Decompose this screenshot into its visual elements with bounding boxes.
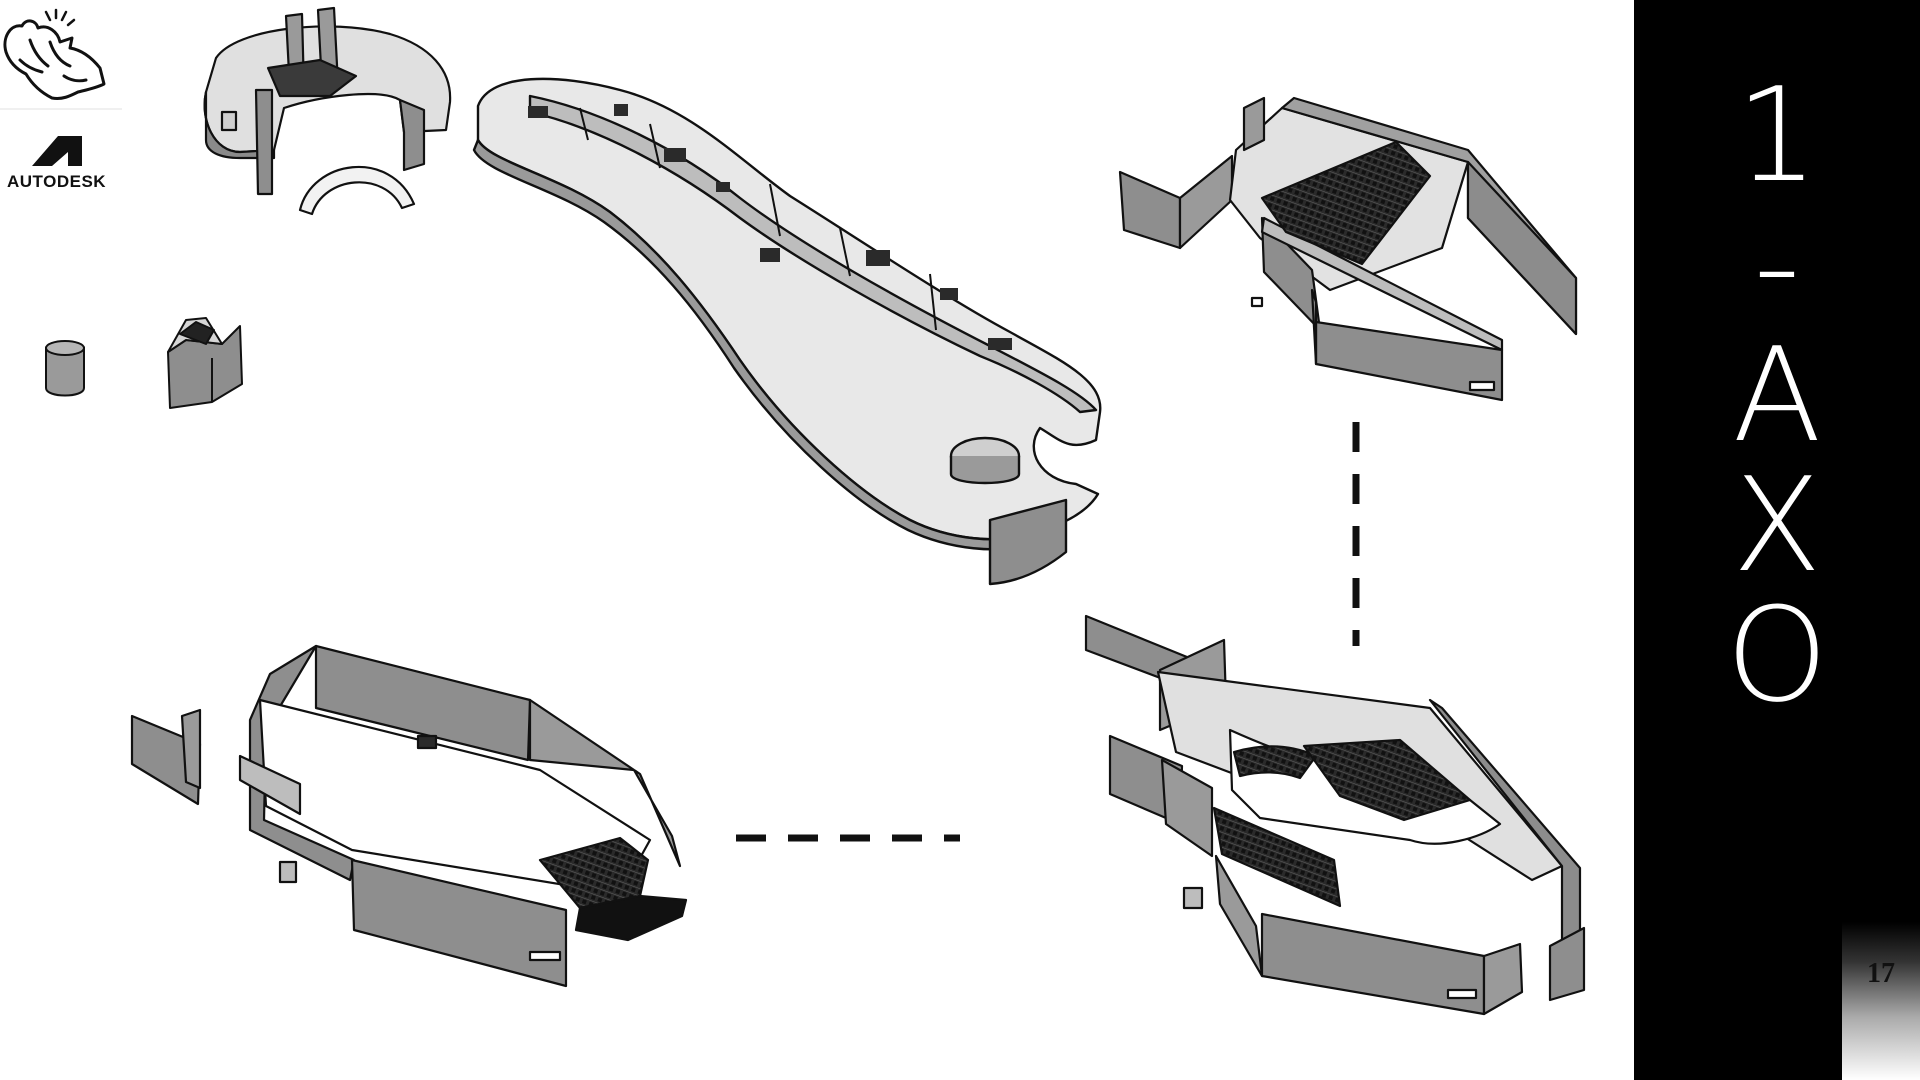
side-title-band: 1 - A X O [1634, 0, 1920, 1080]
section-title-char: - [1753, 189, 1801, 341]
component-booth [167, 317, 243, 409]
component-auditorium-small [1118, 96, 1578, 402]
autodesk-logo-text: AUTODESK [7, 172, 107, 191]
component-hexagonal-hall [130, 644, 688, 988]
rhino-logo [0, 8, 122, 166]
component-cylinder [45, 340, 85, 397]
autodesk-logo-icon [32, 136, 82, 166]
component-curved-corridor [472, 77, 1102, 586]
section-title-char: 1 [1735, 59, 1819, 211]
section-title: 1 - A X O [1634, 70, 1920, 720]
page-number-box: 17 [1842, 922, 1920, 1080]
section-title-char: O [1725, 579, 1829, 731]
section-title-char: A [1732, 319, 1822, 471]
component-curved-hub [203, 6, 452, 216]
section-title-char: X [1732, 449, 1822, 601]
component-auditorium-large [1084, 614, 1586, 1016]
page-number: 17 [1867, 958, 1895, 989]
logo-area: AUTODESK [0, 0, 122, 200]
